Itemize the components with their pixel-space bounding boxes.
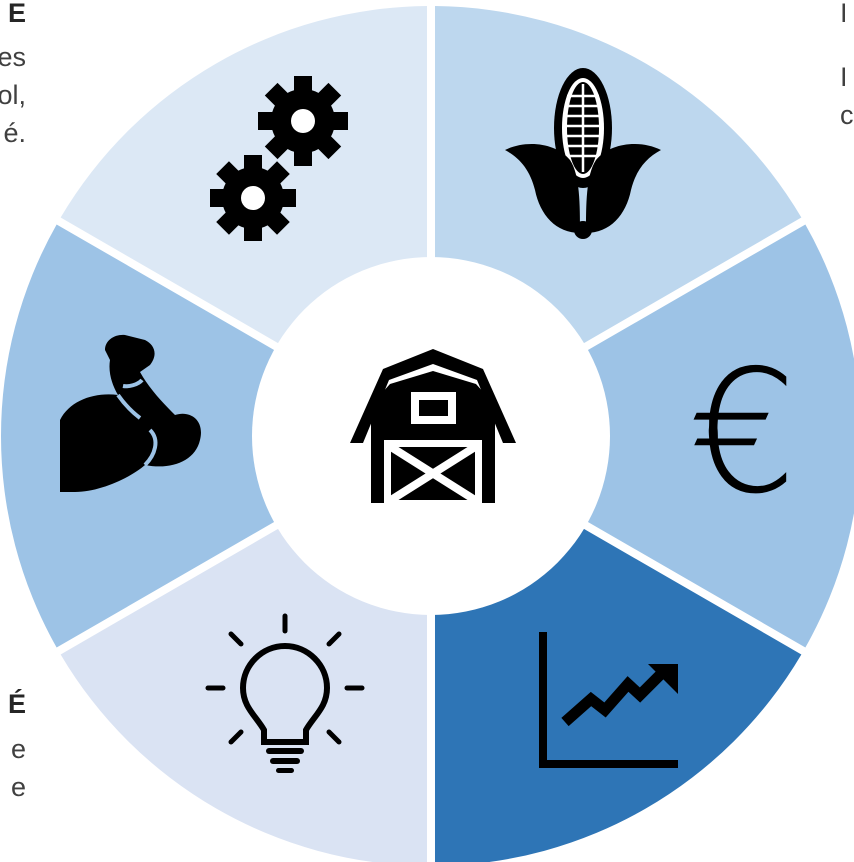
- top-right-line-1-fragment: I: [840, 62, 848, 92]
- top-left-line-1-fragment: es: [0, 42, 26, 72]
- top-right-line-2-fragment: c: [840, 100, 854, 130]
- bottom-left-line-2-fragment: e: [10, 772, 26, 802]
- flexed-arm-icon: [60, 334, 201, 492]
- rising-chart-icon: [539, 632, 678, 768]
- lightbulb-icon: [205, 613, 365, 773]
- gears-icon: [210, 76, 348, 241]
- top-left-line-2-fragment: ol,: [0, 80, 26, 110]
- top-left-line-3-fragment: é.: [3, 118, 26, 148]
- top-right-heading-fragment: I: [840, 0, 848, 28]
- bottom-left-heading-fragment: É: [7, 689, 26, 719]
- corn-icon: [505, 68, 661, 239]
- euro-icon: €: [689, 334, 797, 532]
- wheel-segment-right: [562, 224, 854, 648]
- top-left-heading-fragment: E: [7, 0, 26, 28]
- barn-icon: [350, 349, 516, 504]
- bottom-left-line-1-fragment: e: [10, 734, 26, 764]
